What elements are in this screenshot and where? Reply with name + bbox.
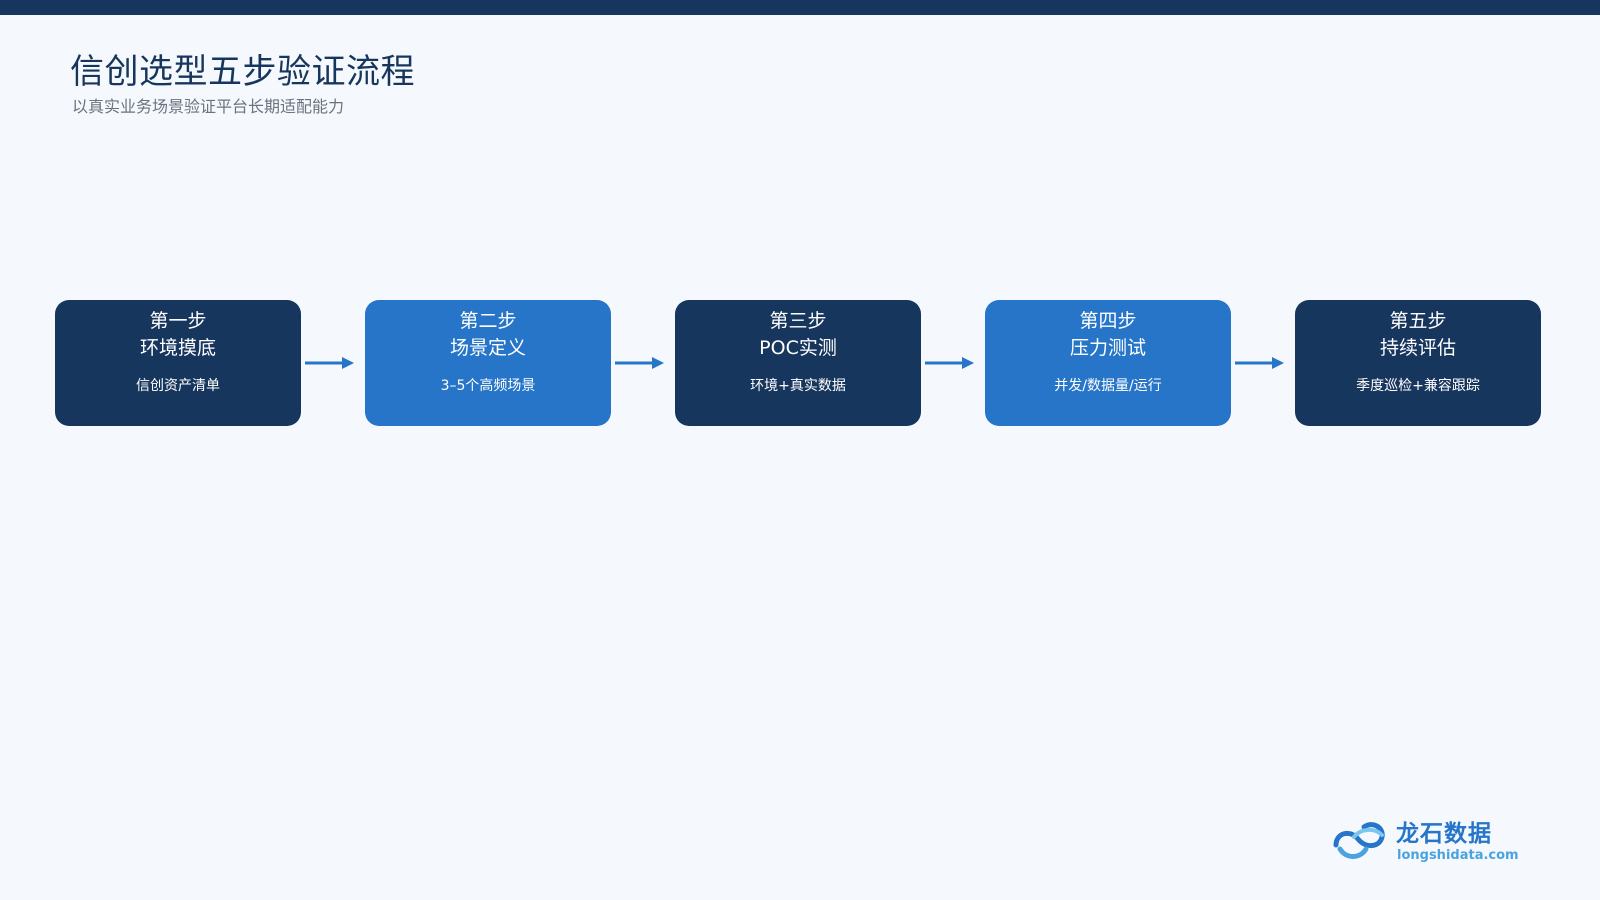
step-description: 信创资产清单	[136, 378, 220, 394]
step-number: 第一步	[149, 310, 207, 332]
arrow-right-icon	[615, 357, 664, 369]
page-title: 信创选型五步验证流程	[70, 52, 415, 92]
logo-name: 龙石数据	[1396, 821, 1492, 847]
step-card-3: 第三步 POC实测 环境+真实数据	[675, 300, 921, 426]
step-card-4: 第四步 压力测试 并发/数据量/运行	[985, 300, 1231, 426]
company-logo: 龙石数据 longshidata.com	[1330, 815, 1530, 865]
step-number: 第二步	[459, 310, 517, 332]
arrow-right-icon	[1235, 357, 1284, 369]
step-number: 第三步	[769, 310, 827, 332]
step-title: 压力测试	[1069, 337, 1146, 359]
step-card-2: 第二步 场景定义 3–5个高频场景	[365, 300, 611, 426]
step-description: 并发/数据量/运行	[1054, 378, 1162, 394]
step-description: 3–5个高频场景	[440, 378, 536, 394]
step-title: 持续评估	[1379, 337, 1456, 359]
arrow-right-icon	[925, 357, 974, 369]
page-subtitle: 以真实业务场景验证平台长期适配能力	[72, 97, 345, 116]
step-description: 季度巡检+兼容跟踪	[1356, 378, 1480, 394]
process-flow: 第一步 环境摸底 信创资产清单 第二步 场景定义 3–5个高频场景 第三步 PO…	[55, 300, 1541, 426]
top-banner	[0, 0, 1600, 15]
arrow-right-icon	[305, 357, 354, 369]
step-description: 环境+真实数据	[750, 378, 846, 394]
step-title: 场景定义	[449, 337, 526, 359]
step-number: 第四步	[1079, 310, 1137, 332]
cloud-loop-logo-icon	[1333, 822, 1385, 859]
step-card-5: 第五步 持续评估 季度巡检+兼容跟踪	[1295, 300, 1541, 426]
step-title: 环境摸底	[139, 337, 216, 359]
step-title: POC实测	[759, 337, 837, 359]
logo-domain: longshidata.com	[1397, 848, 1519, 863]
step-number: 第五步	[1389, 310, 1447, 332]
step-card-1: 第一步 环境摸底 信创资产清单	[55, 300, 301, 426]
